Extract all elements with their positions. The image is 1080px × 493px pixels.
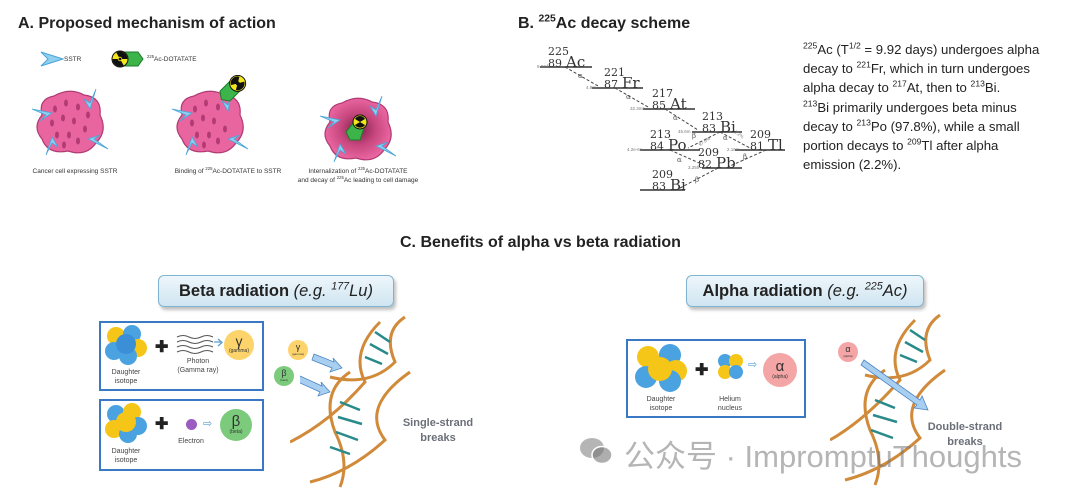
decay-mode-6: α (677, 156, 682, 164)
ac-dotatate-icon (110, 50, 144, 73)
cancer-cell-1 (31, 88, 109, 156)
electron-label: Electron (178, 438, 204, 445)
electron-icon (186, 419, 197, 430)
half-life-po213: 4.2e-6s (627, 147, 643, 152)
desc-line-6: portion decays to 209Tl after alpha (803, 136, 999, 154)
half-life-tl209: 2.16m (727, 147, 740, 152)
decay-mode-2: α (626, 93, 631, 101)
desc-line-7: emission (2.2%). (803, 157, 902, 173)
plus-icon-3: ✚ (695, 362, 709, 379)
cancer-cell-internalization (319, 95, 397, 163)
daughter-isotope-icon-2 (105, 403, 147, 443)
half-life-fr221: 4.9m (586, 85, 597, 90)
decay-arrow-pb-bi (679, 167, 719, 189)
alpha-radiation-banner: Alpha radiation (e.g. 225Ac) (686, 275, 924, 307)
wechat-icon (578, 435, 614, 472)
decay-mode-5: α (723, 134, 728, 142)
panel-a-title: A. Proposed mechanism of action (18, 15, 276, 32)
legend-sstr-label: SSTR (64, 56, 82, 63)
step-3-caption: Internalization of 225Ac-DOTATATE and de… (297, 165, 419, 184)
plus-icon: ✚ (155, 339, 169, 356)
half-life-at217: 32.3ms (630, 106, 645, 111)
radiation-arrows (300, 353, 343, 397)
decay-mode-1: α (578, 72, 583, 80)
decay-arrow-fr-at (614, 87, 649, 108)
dna-single-strand-icon (290, 315, 411, 488)
beta-radiation-banner: Beta radiation (e.g. 177Lu) (158, 275, 394, 307)
daughter-isotope-icon (105, 325, 147, 365)
decay-arrow-bi-po (687, 131, 721, 149)
desc-line-2: decay to 221Fr, which in turn undergoes (803, 59, 1030, 77)
decay-arrow-ac-fr (564, 66, 599, 87)
gamma-ray-circle: γ(gamma) (288, 340, 308, 360)
plus-icon-2: ✚ (155, 416, 169, 433)
step-2-caption: Binding of 225Ac-DOTATATE to SSTR (174, 165, 282, 175)
step-1-caption: Cancer cell expressing SSTR (32, 168, 118, 175)
desc-line-1: 225Ac (T1/2 = 9.92 days) undergoes alpha (803, 40, 1040, 57)
dna-double-strand-icon (830, 313, 946, 486)
gamma-symbol-circle: γ (gamma) (224, 330, 254, 360)
decay-mode-7: β (743, 153, 748, 161)
half-life-bi213: 45.6m (678, 129, 691, 134)
half-life-pb209: 3.25h (688, 165, 700, 170)
desc-line-5: decay to 213Po (97.8%), while a small (803, 117, 1020, 134)
daughter-isotope-label-1: Daughter isotope (111, 369, 141, 385)
decay-arrow-po-pb (669, 149, 707, 167)
arrow-icon: ⇨ (203, 418, 213, 430)
half-life-ac225: 9.92d (537, 64, 549, 69)
watermark-text: 公众号 · ImpromptuThoughts (624, 439, 1022, 474)
beta-ray-circle: β(beta) (274, 366, 294, 386)
decay-scheme-lines (540, 66, 785, 191)
sstr-receptor-icon (40, 51, 65, 72)
alpha-ray-circle: α(alpha) (838, 342, 858, 362)
beta-symbol-circle: β (beta) (220, 409, 252, 441)
decay-mode-3: α (673, 114, 678, 122)
alpha-symbol-circle: α (alpha) (763, 353, 797, 387)
photon-label: Photon(Gamma ray) (177, 358, 219, 374)
daughter-isotope-icon-3 (635, 344, 687, 392)
desc-line-4: 213Bi primarily undergoes beta minus (803, 98, 1017, 115)
helium-nucleus-icon (718, 354, 743, 379)
legend-ac-dotatate-label: 225Ac-DOTATATE (147, 53, 197, 63)
decay-arrow-tl-pb (729, 149, 767, 167)
decay-description: 225Ac (T1/2 = 9.92 days) undergoes alpha… (803, 40, 1078, 174)
decay-mode-4: β (692, 132, 697, 140)
desc-line-3: alpha decay to 217At, then to 213Bi. (803, 79, 1001, 96)
arrow-icon-2: ⇨ (748, 359, 758, 371)
photon-wave-icon (176, 335, 223, 354)
cancer-cell-binding (171, 75, 249, 156)
decay-arrow-at-bi (664, 108, 699, 131)
decay-mode-8: β (695, 176, 700, 184)
decay-arrow-bi-tl (719, 131, 751, 149)
panel-c-title: C. Benefits of alpha vs beta radiation (400, 234, 681, 251)
panel-b-title: B. 225Ac decay scheme (518, 13, 691, 32)
